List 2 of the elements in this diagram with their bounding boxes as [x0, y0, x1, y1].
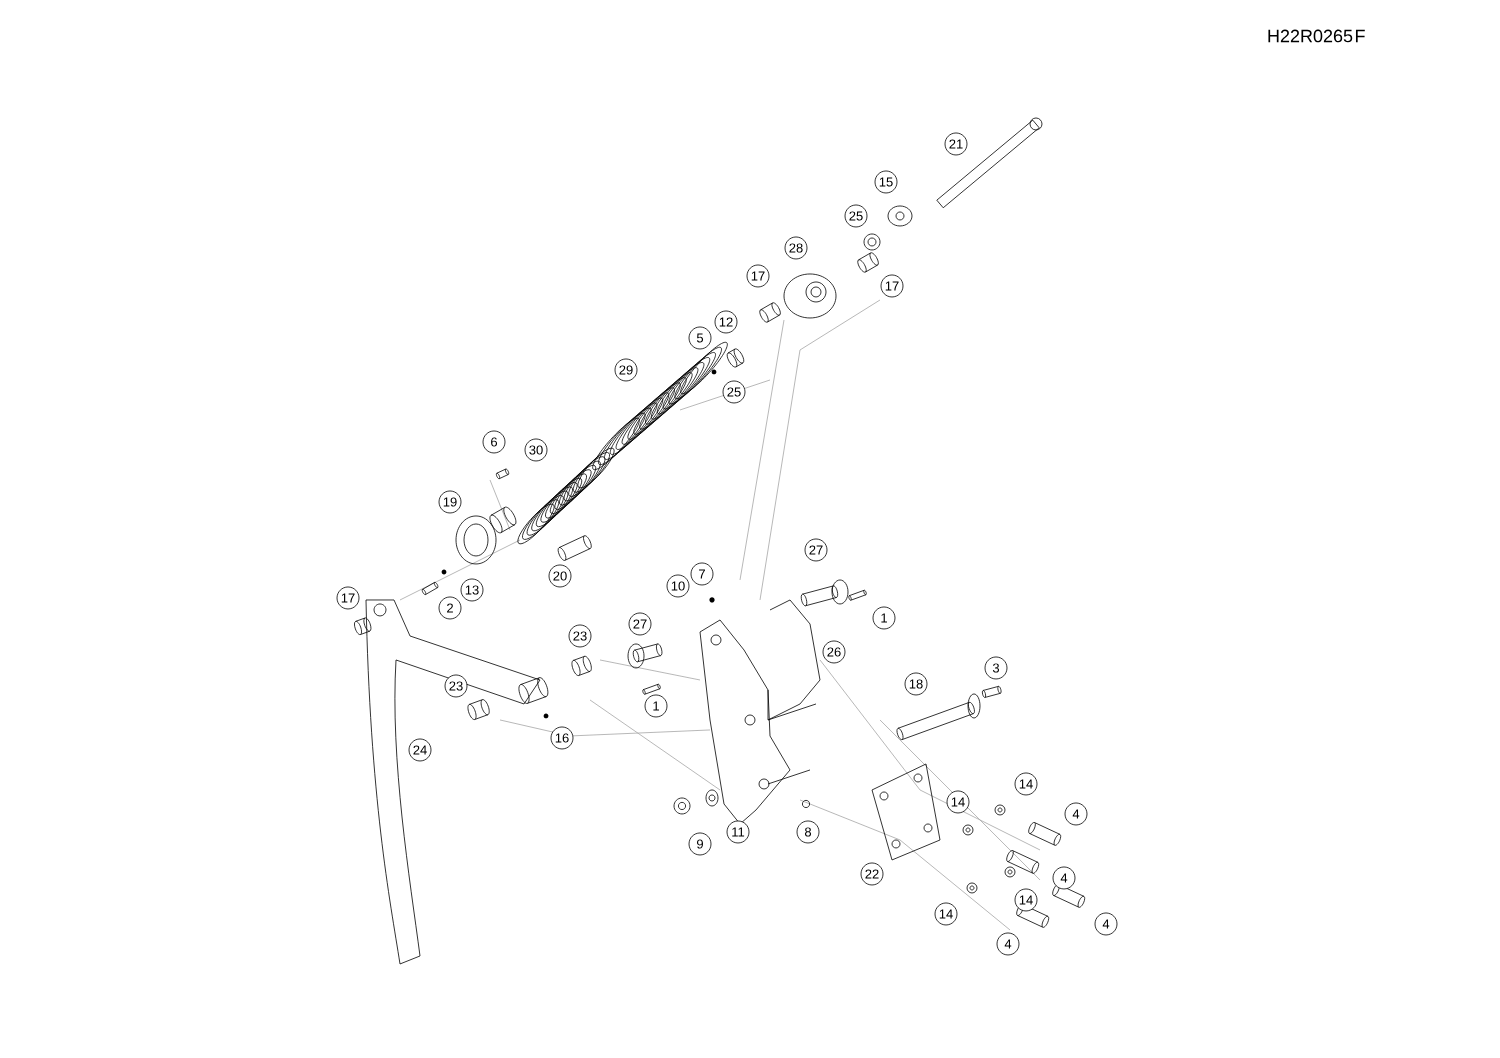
drawing-number: F: [1356, 29, 1365, 43]
drawing-number: H22R0265: [1268, 29, 1353, 43]
